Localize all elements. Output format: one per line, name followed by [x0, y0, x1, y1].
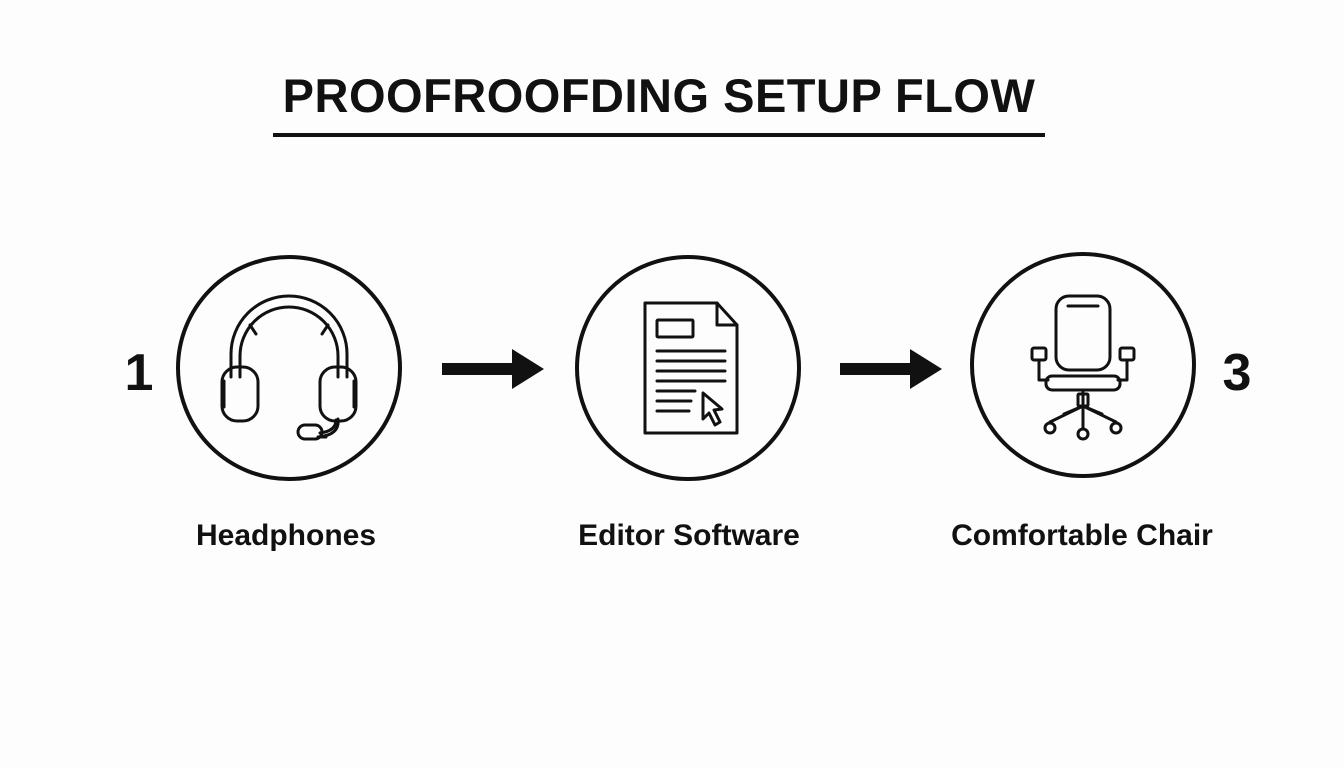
arrow-right-icon [442, 349, 544, 389]
step-2-label: Editor Software [578, 519, 800, 552]
step-3-number: 3 [1222, 344, 1252, 402]
step-2-circle [575, 255, 801, 481]
document-cursor-icon [643, 301, 739, 435]
title-underline [273, 133, 1045, 137]
diagram-title: PROOFROOFDING SETUP FLOW [282, 69, 1036, 122]
step-3-label: Comfortable Chair [951, 519, 1213, 552]
step-1-circle [176, 255, 402, 481]
step-1-label: Headphones [195, 519, 377, 552]
office-chair-icon [1030, 294, 1136, 441]
arrow-right-icon [840, 349, 942, 389]
headset-icon [220, 294, 358, 441]
step-3-circle [970, 252, 1196, 478]
step-1-number: 1 [124, 344, 154, 402]
